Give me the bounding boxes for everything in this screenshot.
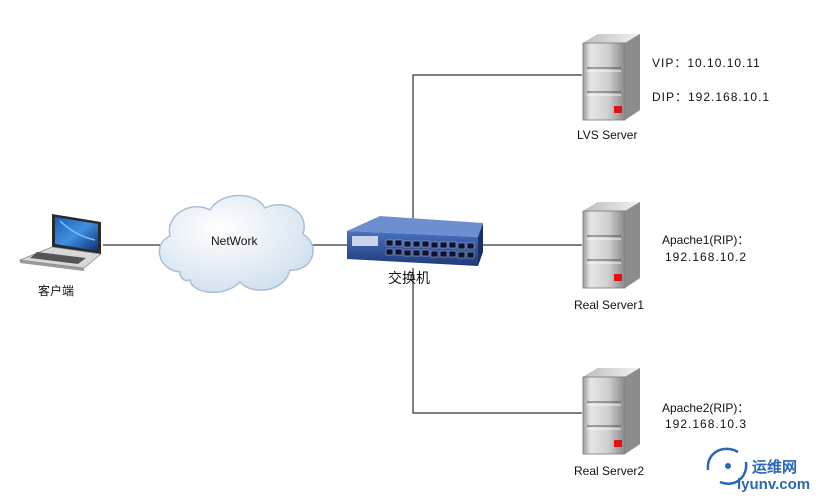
real-server1-icon (582, 202, 640, 289)
lvs-server-icon (582, 34, 640, 121)
laptop-icon (18, 214, 102, 271)
lvs-dip-label: DIP：192.168.10.1 (652, 90, 771, 104)
real1-role-label: Apache1(RIP)： (662, 233, 750, 247)
line-switch-real2 (412, 268, 582, 414)
switch-label: 交换机 (388, 270, 430, 286)
cloud-icon (158, 194, 314, 294)
real2-role-label: Apache2(RIP)： (662, 401, 750, 415)
lvs-vip-label: VIP：10.10.10.11 (652, 56, 761, 70)
watermark-title: 运维网 (752, 459, 798, 476)
real1-server-name: Real Server1 (574, 298, 645, 312)
switch-icon (347, 216, 483, 266)
watermark-url: iyunv.com (737, 476, 811, 493)
real-server2-icon (582, 368, 640, 455)
line-switch-lvs (412, 74, 582, 224)
real2-ip-label: 192.168.10.3 (665, 417, 748, 431)
lvs-server-name: LVS Server (577, 128, 638, 142)
client-label: 客户端 (38, 284, 75, 298)
real1-ip-label: 192.168.10.2 (665, 250, 748, 264)
network-label: NetWork (211, 234, 258, 248)
real2-server-name: Real Server2 (574, 464, 645, 478)
iyunv-logo-icon (706, 447, 748, 485)
